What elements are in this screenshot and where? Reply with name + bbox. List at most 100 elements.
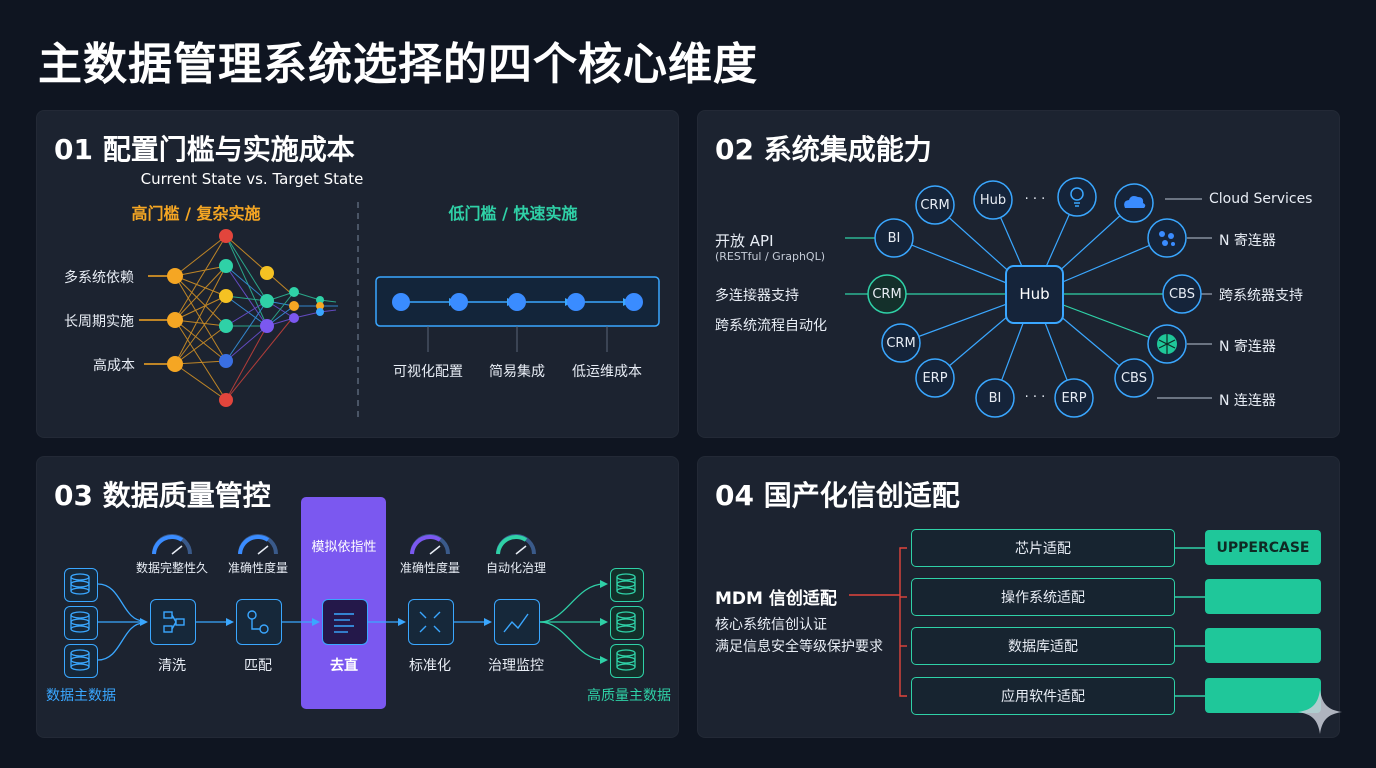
status-badge: UPPERCASE — [1205, 530, 1321, 565]
left-label-3: 高成本 — [93, 358, 135, 374]
panel-title: 02 系统集成能力 — [715, 133, 932, 166]
svg-text:BI: BI — [888, 231, 901, 246]
hidden-node — [316, 296, 324, 304]
ellipsis-top: · · · — [1025, 192, 1046, 207]
pipeline-node — [567, 293, 585, 311]
svg-text:CBS: CBS — [1121, 371, 1147, 386]
gauge-label-1: 数据完整性久 — [135, 561, 209, 575]
input-node — [167, 268, 183, 284]
gear-cluster-icon — [1147, 218, 1187, 258]
hidden-node — [219, 289, 233, 303]
automation-label: 跨系统流程自动化 — [715, 318, 827, 334]
expand-icon — [408, 599, 454, 645]
hidden-node — [260, 294, 274, 308]
pipeline-node — [625, 293, 643, 311]
hidden-node — [219, 259, 233, 273]
hidden-node — [289, 301, 299, 311]
input-node — [167, 356, 183, 372]
right-label-2: N 寄连器 — [1219, 233, 1276, 249]
svg-text:CRM: CRM — [920, 198, 949, 213]
database-icon — [64, 644, 98, 678]
panel-title: 04 国产化信创适配 — [715, 479, 960, 512]
list-icon — [322, 599, 368, 645]
gauges — [152, 534, 536, 555]
state-subtitle: Current State vs. Target State — [140, 170, 364, 188]
sparkle-icon — [1298, 690, 1342, 734]
status-badge — [1205, 579, 1321, 614]
pipeline-node — [392, 293, 410, 311]
pipeline-node — [508, 293, 526, 311]
panel-title: 03 数据质量管控 — [54, 479, 271, 512]
pipeline-node — [450, 293, 468, 311]
step-label-3: 去直 — [330, 658, 358, 674]
cloud-icon — [1114, 183, 1154, 223]
localization-brackets — [849, 547, 1205, 697]
target-label: 高质量主数据 — [587, 688, 671, 704]
left-label-2: 长周期实施 — [64, 314, 134, 330]
svg-text:CRM: CRM — [886, 336, 915, 351]
gauge-label-3: 准确性度量 — [399, 561, 461, 575]
hidden-node — [316, 302, 324, 310]
hub-label: Hub — [1019, 285, 1049, 303]
svg-text:ERP: ERP — [922, 371, 947, 386]
svg-text:Hub: Hub — [980, 193, 1006, 208]
chart-icon — [494, 599, 540, 645]
panel-integration: 02 系统集成能力 开放 API (RESTful / GraphQL) 多连接… — [697, 110, 1340, 438]
globe-icon — [1147, 324, 1187, 364]
hidden-node — [219, 354, 233, 368]
desc-line-1: 核心系统信创认证 — [715, 617, 827, 633]
source-label: 数据主数据 — [46, 688, 116, 704]
adapt-item-chip: 芯片适配 — [911, 529, 1175, 567]
network-edges — [174, 235, 338, 401]
right-label-3: 跨系统器支持 — [1219, 288, 1303, 304]
quality-pipeline — [70, 534, 636, 671]
svg-text:CRM: CRM — [872, 287, 901, 302]
step-label-5: 治理监控 — [488, 658, 544, 674]
api-label: 开放 API — [715, 232, 774, 250]
svg-text:BI: BI — [989, 391, 1002, 406]
adapt-item-db: 数据库适配 — [911, 627, 1175, 665]
flow-icon — [150, 599, 196, 645]
hidden-node — [289, 287, 299, 297]
input-node — [167, 312, 183, 328]
adapt-item-app: 应用软件适配 — [911, 677, 1175, 715]
right-label-5: N 连连器 — [1219, 393, 1276, 409]
panel-localization: 04 国产化信创适配 MDM 信创适配 核心系统信创认证 满足信息安全等级保护要… — [697, 456, 1340, 738]
panel-config-cost: 01 配置门槛与实施成本 Current State vs. Target St… — [36, 110, 679, 438]
mdm-label: MDM 信创适配 — [715, 589, 837, 609]
right-label-3: 低运维成本 — [572, 364, 642, 380]
left-label-1: 多系统依赖 — [64, 270, 134, 286]
match-icon — [236, 599, 282, 645]
right-label-4: N 寄连器 — [1219, 339, 1276, 355]
adapt-item-os: 操作系统适配 — [911, 578, 1175, 616]
database-icon — [64, 606, 98, 640]
ellipsis-bottom: · · · — [1025, 390, 1046, 405]
hidden-node — [260, 266, 274, 280]
hidden-node — [219, 319, 233, 333]
integration-nodes: CRM Hub BI CRM CRM ERP BI ERP CBS CBS — [867, 180, 1202, 418]
gauge-label-4: 自动化治理 — [485, 561, 547, 575]
network-nodes — [167, 229, 324, 407]
left-heading: 高门槛 / 复杂实施 — [131, 204, 261, 223]
hub-network: Hub CRM Hub BI CRM CRM ERP BI ERP CBS CB… — [845, 177, 1212, 418]
complexity-network — [139, 202, 660, 420]
connector-label: 多连接器支持 — [715, 288, 799, 304]
right-label-1: 可视化配置 — [393, 364, 463, 380]
svg-text:ERP: ERP — [1061, 391, 1086, 406]
highlight-label: 模拟依指性 — [311, 540, 377, 555]
gauge-label-2: 准确性度量 — [227, 561, 289, 575]
panel-data-quality: 03 数据质量管控 模拟依指性 数据完整性久 准确性度量 准确性度量 自动化治理… — [36, 456, 679, 738]
svg-text:CBS: CBS — [1169, 287, 1195, 302]
step-label-2: 匹配 — [244, 658, 272, 674]
panel-title: 01 配置门槛与实施成本 — [54, 133, 355, 166]
hidden-node — [260, 319, 274, 333]
page-title: 主数据管理系统选择的四个核心维度 — [38, 39, 758, 90]
step-label-1: 清洗 — [158, 658, 186, 674]
hidden-node — [219, 229, 233, 243]
lightbulb-icon — [1057, 177, 1097, 217]
right-label-2: 简易集成 — [489, 364, 545, 380]
cloud-label: Cloud Services — [1209, 191, 1313, 207]
hidden-node — [316, 308, 324, 316]
right-heading: 低门槛 / 快速实施 — [448, 204, 578, 223]
status-badge — [1205, 628, 1321, 663]
